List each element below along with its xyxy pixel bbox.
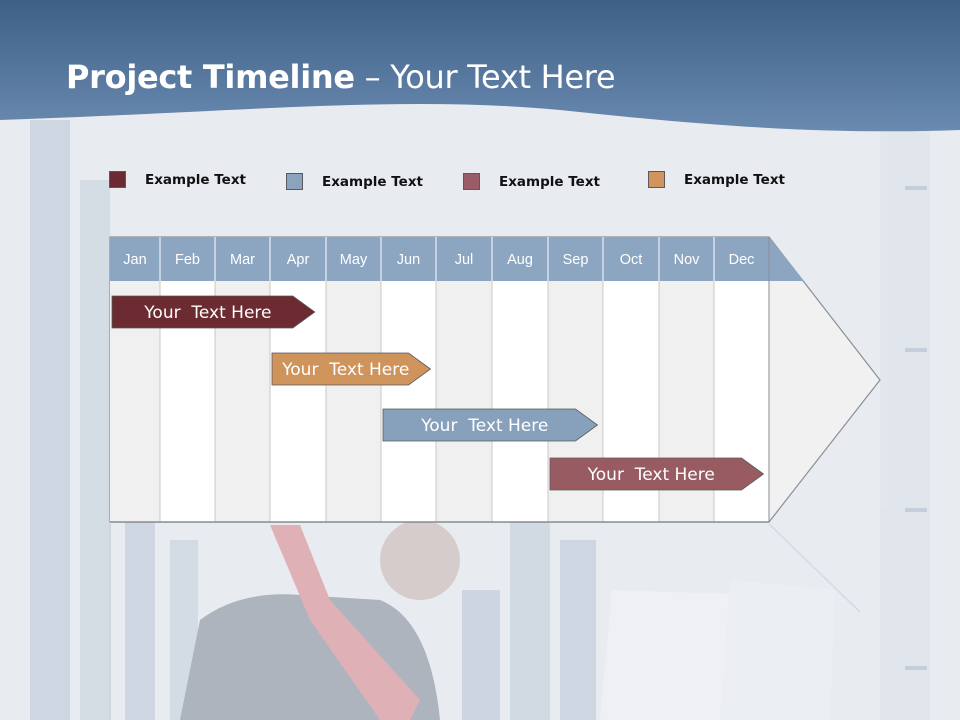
month-column <box>492 281 548 522</box>
month-label: May <box>340 252 368 268</box>
task-arrow <box>271 352 432 386</box>
legend-item: Example Text <box>463 173 600 190</box>
task-label: Your Text Here <box>143 303 271 323</box>
reflection-line <box>768 523 861 613</box>
month-label: Jul <box>455 252 474 268</box>
title-rest: – Your Text Here <box>364 58 616 96</box>
month-label: Mar <box>230 252 255 268</box>
page-title: Project Timeline – Your Text Here <box>66 58 616 96</box>
task-arrow <box>549 457 765 491</box>
legend-label: Example Text <box>499 173 600 190</box>
month-label: Jun <box>397 252 420 268</box>
legend-swatch <box>648 171 665 188</box>
legend-item: Example Text <box>286 173 423 190</box>
background-photo <box>30 120 930 720</box>
month-label: Aug <box>507 252 533 268</box>
task-arrow <box>111 295 316 329</box>
legend-label: Example Text <box>684 171 785 188</box>
month-label: Feb <box>175 252 200 268</box>
month-label: Nov <box>674 252 701 268</box>
header-arrow-cap <box>769 237 804 281</box>
month-label: Apr <box>287 252 310 268</box>
header-band <box>0 0 960 132</box>
legend-label: Example Text <box>145 171 246 188</box>
month-label: Jan <box>123 252 146 268</box>
month-column <box>326 281 381 522</box>
legend-swatch <box>463 173 480 190</box>
month-label: Sep <box>563 252 589 268</box>
task-label: Your Text Here <box>420 416 548 436</box>
month-label: Dec <box>729 252 755 268</box>
task-label: Your Text Here <box>281 360 409 380</box>
title-bold: Project Timeline <box>66 58 355 96</box>
task-label: Your Text Here <box>587 465 715 485</box>
legend-item: Example Text <box>109 171 246 188</box>
task-arrow <box>382 408 599 442</box>
month-column <box>381 281 436 522</box>
month-column <box>436 281 492 522</box>
legend-swatch <box>109 171 126 188</box>
legend-label: Example Text <box>322 173 423 190</box>
legend-swatch <box>286 173 303 190</box>
month-header-row <box>110 237 769 281</box>
legend-item: Example Text <box>648 171 785 188</box>
month-label: Oct <box>620 252 643 268</box>
